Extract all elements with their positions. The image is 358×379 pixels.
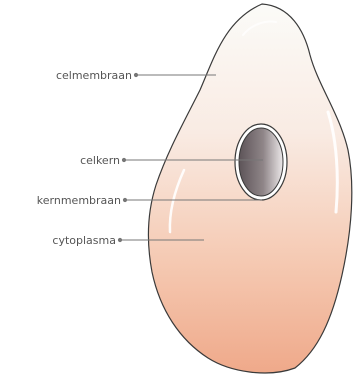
cytoplasma-leader-dot <box>118 238 121 241</box>
label-cytoplasma: cytoplasma <box>52 234 116 247</box>
nucleus-shape <box>239 128 283 196</box>
label-celkern: celkern <box>80 154 120 167</box>
kernmembraan-leader-dot <box>123 198 126 201</box>
celkern-leader-dot <box>122 158 125 161</box>
label-kernmembraan: kernmembraan <box>37 194 121 207</box>
label-celmembraan: celmembraan <box>56 69 132 82</box>
celmembraan-leader-dot <box>134 73 137 76</box>
